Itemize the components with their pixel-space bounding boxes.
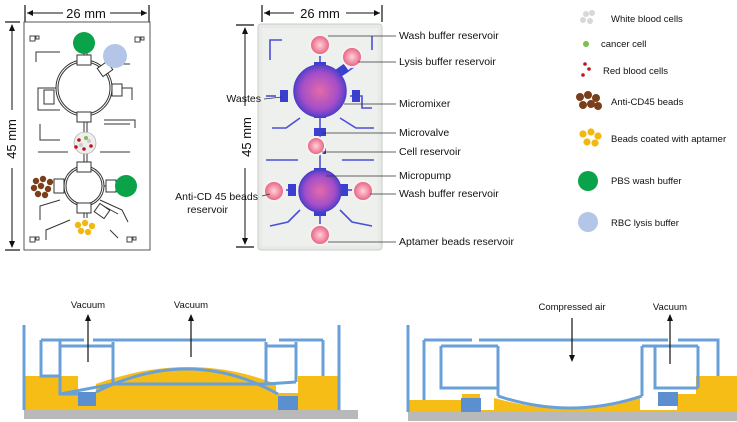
right-fluid-under-membrane [494, 398, 640, 410]
right-arrow2-head [667, 314, 673, 321]
legend-label-cancer: cancer cell [601, 39, 646, 50]
dim-arrow-left [27, 10, 33, 16]
schematic-aptamer-beads [74, 219, 96, 236]
legend-label-pbs: PBS wash buffer [611, 176, 682, 187]
schematic-anti-cd45-beads [30, 175, 54, 199]
legend-label-wbc: White blood cells [611, 14, 683, 25]
label-cell-reservoir: Cell reservoir [399, 146, 461, 158]
photo-width-label: 26 mm [300, 6, 340, 21]
right-compressed-air-label: Compressed air [538, 302, 605, 313]
schematic-pbs-reservoir-2 [115, 175, 137, 197]
left-support-2 [278, 396, 298, 410]
legend-swatch-cancer-cell [583, 41, 589, 47]
left-arrows [87, 318, 192, 362]
photo-micromixer [293, 64, 347, 118]
label-lysis-buffer: Lysis buffer reservoir [399, 56, 496, 68]
left-chip-walls [22, 325, 341, 410]
label-micropump: Micropump [399, 170, 451, 182]
left-arrow2-head [188, 314, 194, 321]
left-substrate [24, 410, 358, 419]
photo-dim-arrow-down [242, 238, 248, 245]
legend-label-rbc-lysis: RBC lysis buffer [611, 218, 679, 229]
schematic-cells [74, 136, 93, 151]
cross-section-right: Compressed air Vacuum [406, 302, 737, 421]
left-vacuum-label-2: Vacuum [174, 300, 208, 311]
schematic-rbc-reservoir [103, 44, 127, 68]
right-fluid [408, 376, 737, 412]
label-wash-buffer-top: Wash buffer reservoir [399, 30, 499, 42]
right-support-1 [461, 398, 481, 412]
dim-arrow-down [9, 241, 15, 248]
legend-swatch-white-blood-cells [580, 10, 595, 24]
dim-arrow-up [9, 24, 15, 31]
dim-arrow-right [141, 10, 147, 16]
label-wastes: Wastes [226, 93, 261, 105]
photo-micropump-chamber [298, 169, 342, 213]
left-support-1 [78, 392, 96, 406]
label-micromixer: Micromixer [399, 98, 451, 110]
label-anti-cd45-line1: Anti-CD 45 beads [175, 191, 258, 203]
right-chip-walls [406, 325, 720, 412]
legend-label-rbc: Red blood cells [603, 66, 668, 77]
label-anti-cd45-line2: reservoir [187, 204, 228, 216]
right-arrows [571, 318, 671, 364]
right-arrow1-head [569, 355, 575, 362]
schematic-width-label: 26 mm [66, 6, 106, 21]
schematic-cell-reservoir [73, 131, 97, 155]
schematic-height-label: 45 mm [4, 119, 19, 159]
legend: White blood cells cancer cell Red blood … [576, 10, 726, 232]
right-vacuum-label: Vacuum [653, 302, 687, 313]
photo-dim-arrow-up [242, 27, 248, 34]
label-aptamer-reservoir: Aptamer beads reservoir [399, 236, 514, 248]
cross-section-left: Vacuum Vacuum [22, 300, 358, 419]
photo-reservoirs [263, 34, 374, 246]
corner-marks [29, 35, 145, 243]
photo-height-label: 45 mm [239, 117, 254, 157]
label-wash-buffer-bottom: Wash buffer reservoir [399, 188, 499, 200]
left-fluid [24, 367, 339, 410]
legend-swatch-rbc-lysis [578, 212, 598, 232]
photo-dim-arrow-right [374, 10, 380, 16]
right-substrate [408, 412, 737, 421]
legend-swatch-anti-cd45-beads [576, 91, 602, 110]
label-microvalve: Microvalve [399, 127, 449, 139]
legend-swatch-red-blood-cells [581, 62, 591, 77]
left-arrow1-head [85, 314, 91, 321]
legend-swatch-pbs [578, 171, 598, 191]
schematic-pbs-reservoir [73, 32, 95, 54]
photo-callout-lines [261, 35, 396, 243]
legend-swatch-aptamer-beads [579, 128, 602, 147]
photo-chip: 26 mm 45 mm [175, 5, 514, 251]
schematic-chip: 26 mm 45 mm [4, 5, 151, 251]
photo-dim-arrow-left [264, 10, 270, 16]
left-vacuum-label-1: Vacuum [71, 300, 105, 311]
legend-label-anti-cd45: Anti-CD45 beads [611, 97, 684, 108]
legend-label-aptamer: Beads coated with aptamer [611, 134, 726, 145]
right-support-2 [658, 392, 678, 406]
